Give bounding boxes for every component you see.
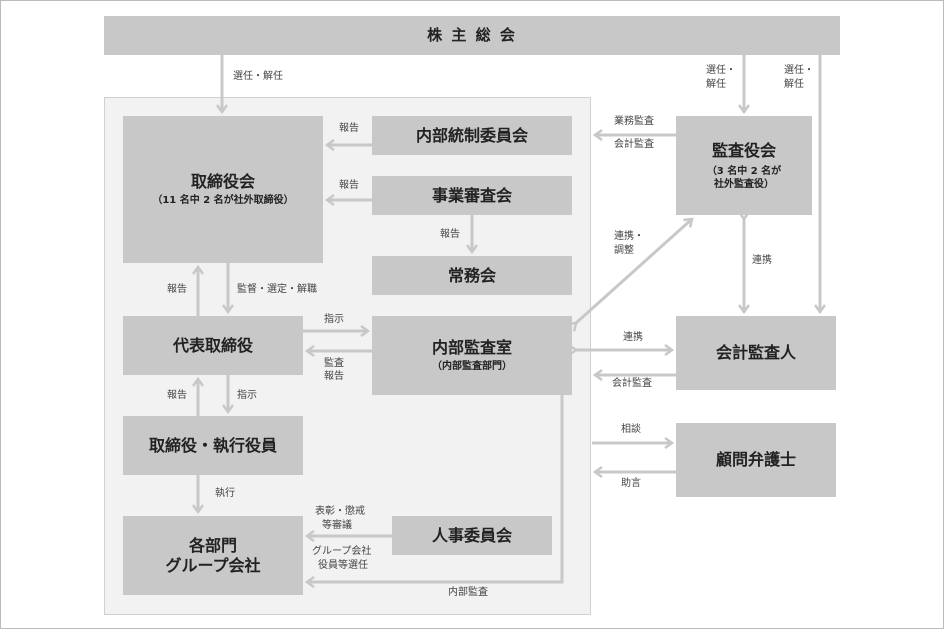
label-coord-1: 連携・	[614, 231, 644, 242]
label-coord-2: 調整	[614, 245, 634, 256]
internal-control-box: 内部統制委員会	[372, 116, 572, 155]
label-report-rep: 報告	[167, 284, 187, 295]
internal-audit-sub: （内部監査部門）	[432, 361, 512, 372]
label-report-br-down: 報告	[440, 229, 460, 240]
label-audit-report-2: 報告	[324, 371, 344, 382]
representative-box: 代表取締役	[123, 316, 303, 375]
accounting-auditor-label: 会計監査人	[715, 343, 796, 362]
board-box: 取締役会 （11 名中 2 名が社外取締役）	[123, 116, 323, 263]
label-report-off: 報告	[167, 390, 187, 401]
internal-audit-label: 内部監査室	[431, 338, 512, 357]
departments-box: 各部門グループ会社	[123, 516, 303, 595]
business-review-label: 事業審査会	[431, 185, 512, 205]
board-sub: （11 名中 2 名が社外取締役）	[152, 195, 294, 206]
label-accounting-audit-2: 会計監査	[612, 378, 652, 389]
auditors-sub-1: （3 名中 2 名が	[706, 165, 782, 177]
shareholders-label: 株 主 総 会	[427, 26, 517, 45]
hr-committee-box: 人事委員会	[392, 516, 552, 555]
internal-audit-box: 内部監査室 （内部監査部門）	[372, 316, 572, 395]
auditors-box: 監査役会 （3 名中 2 名が社外監査役）	[676, 116, 812, 215]
label-execute: 執行	[215, 488, 235, 499]
internal-control-label: 内部統制委員会	[415, 125, 528, 145]
label-supervise: 監督・選定・解職	[237, 284, 317, 295]
label-internal-audit-dept: 内部監査	[448, 587, 488, 598]
executive-committee-box: 常務会	[372, 256, 572, 295]
label-consult: 相談	[621, 424, 641, 435]
label-audit-report-1: 監査	[324, 358, 344, 369]
label-appoint-acc-2: 解任	[784, 79, 804, 90]
shareholders-meeting-box: 株 主 総 会	[104, 16, 840, 55]
representative-label: 代表取締役	[172, 335, 253, 355]
label-appoint-acc-1: 選任・	[784, 65, 814, 76]
label-report-ic: 報告	[339, 123, 359, 134]
officers-box: 取締役・執行役員	[123, 416, 303, 475]
business-review-box: 事業審査会	[372, 176, 572, 215]
legal-counsel-label: 顧問弁護士	[715, 450, 796, 469]
arrow-coordination	[576, 219, 692, 323]
label-instruct-off: 指示	[237, 390, 257, 401]
arrow-internal-audit	[307, 395, 564, 582]
label-hr-2: 等審議	[322, 520, 352, 531]
label-hr-4: 役員等選任	[318, 560, 368, 571]
label-report-br: 報告	[339, 180, 359, 191]
officers-label: 取締役・執行役員	[148, 435, 277, 455]
label-cooperate-acc: 連携	[623, 332, 643, 343]
label-business-audit: 業務監査	[614, 116, 654, 127]
label-appoint-board: 選任・解任	[233, 71, 283, 82]
label-hr-3: グループ会社	[312, 546, 372, 557]
label-advice: 助言	[621, 478, 641, 489]
executive-committee-label: 常務会	[447, 265, 496, 285]
label-cooperate-aud: 連携	[752, 255, 772, 266]
legal-counsel-box: 顧問弁護士	[676, 423, 836, 497]
label-appoint-aud-2: 解任	[706, 79, 726, 90]
group-companies-label: グループ会社	[165, 555, 261, 575]
label-hr-1: 表彰・懲戒	[315, 506, 365, 517]
departments-label: 各部門	[188, 535, 237, 555]
label-accounting-audit: 会計監査	[614, 139, 654, 150]
hr-committee-label: 人事委員会	[431, 525, 512, 545]
label-instruct-audit: 指示	[324, 314, 344, 325]
auditors-sub-2: 社外監査役）	[714, 178, 774, 190]
board-label: 取締役会	[190, 172, 255, 191]
label-appoint-aud-1: 選任・	[706, 65, 736, 76]
auditors-label: 監査役会	[711, 140, 776, 160]
accounting-auditor-box: 会計監査人	[676, 316, 836, 390]
